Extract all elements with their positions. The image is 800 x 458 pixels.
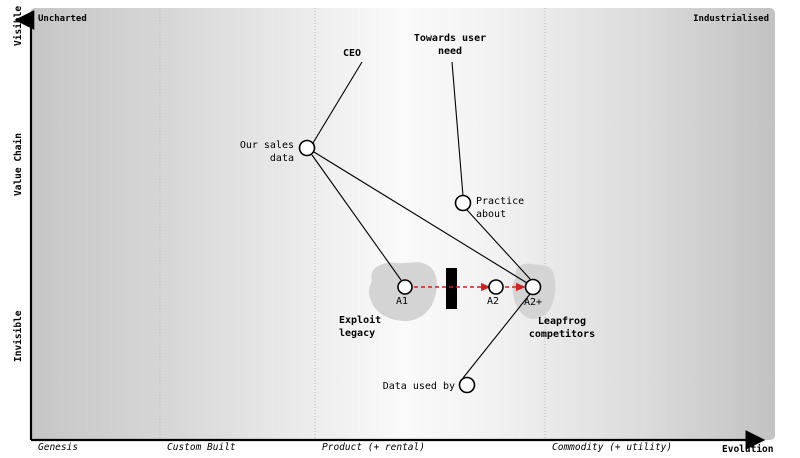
node-label-practice-about-line2: about — [476, 209, 506, 220]
annotation-towards-user-need-line2: need — [438, 46, 462, 57]
node-a2plus[interactable] — [524, 278, 542, 296]
component-id-a2: A2 — [487, 296, 499, 307]
link-towards-user-need-to-practice — [451, 61, 464, 197]
node-label-data-used-by: Data used by — [383, 381, 455, 392]
node-label-our-sales-data-line2: data — [270, 153, 294, 164]
plot-background — [30, 8, 775, 440]
link-practice-to-a2plus — [466, 209, 532, 281]
annotation-ceo: CEO — [343, 48, 361, 59]
stage-label-custom-built: Custom Built — [167, 442, 236, 453]
stage-label-genesis: Genesis — [38, 442, 78, 453]
link-our-sales-data-to-a1 — [311, 154, 402, 281]
stage-label-commodity: Commodity (+ utility) — [552, 442, 672, 453]
node-label-practice-about-line1: Practice — [476, 196, 524, 207]
x-axis-title: Evolution — [722, 444, 773, 455]
stage-label-product: Product (+ rental) — [322, 442, 425, 453]
zone-label-industrialised: Industrialised — [693, 13, 769, 24]
node-a2[interactable] — [488, 279, 504, 295]
link-data-used-by-to-a2plus — [462, 293, 531, 379]
node-a1[interactable] — [397, 279, 413, 295]
link-ceo-to-our-sales-data — [312, 61, 363, 144]
annotation-leapfrog-competitors-line2: competitors — [529, 328, 595, 340]
annotation-exploit-legacy-line1: Exploit — [339, 314, 381, 326]
node-our-sales-data[interactable] — [298, 139, 316, 157]
component-id-a2plus: A2+ — [524, 297, 542, 308]
node-data-used-by[interactable] — [458, 376, 476, 394]
zone-label-uncharted: Uncharted — [38, 14, 87, 24]
y-axis-label-visible: Visible — [13, 6, 24, 46]
y-axis-title: Value Chain — [13, 133, 24, 196]
y-axis-label-invisible: Invisible — [13, 310, 24, 362]
node-practice-about[interactable] — [454, 194, 472, 212]
annotation-towards-user-need-line1: Towards user — [414, 33, 486, 44]
link-our-sales-data-to-a2plus — [313, 151, 528, 284]
annotation-exploit-legacy-line2: legacy — [339, 328, 375, 339]
inertia-barrier — [446, 268, 457, 309]
component-id-a1: A1 — [396, 296, 408, 307]
node-label-our-sales-data-line1: Our sales — [240, 140, 294, 151]
annotation-leapfrog-competitors-line1: Leapfrog — [538, 316, 586, 327]
